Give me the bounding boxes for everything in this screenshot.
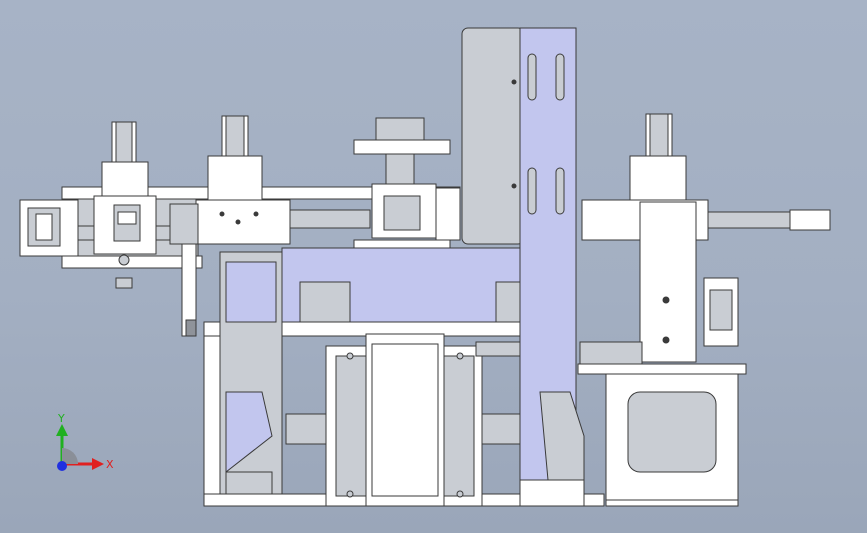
right-module[interactable] <box>577 113 831 507</box>
x-axis-label: X <box>106 458 114 471</box>
z-axis-dot <box>57 461 67 471</box>
motor-housing[interactable] <box>325 333 527 507</box>
left-gripper-assembly[interactable] <box>93 121 157 289</box>
coordinate-triad: Y X <box>56 412 114 471</box>
xy-plane-indicator <box>62 448 78 464</box>
x-axis-arrowhead <box>92 458 104 470</box>
middle-left-gripper-assembly[interactable] <box>169 115 371 337</box>
back-panel[interactable] <box>281 247 523 323</box>
y-axis-arrowhead <box>56 424 68 436</box>
y-axis-label: Y <box>57 412 65 425</box>
vertical-column[interactable] <box>461 27 585 507</box>
